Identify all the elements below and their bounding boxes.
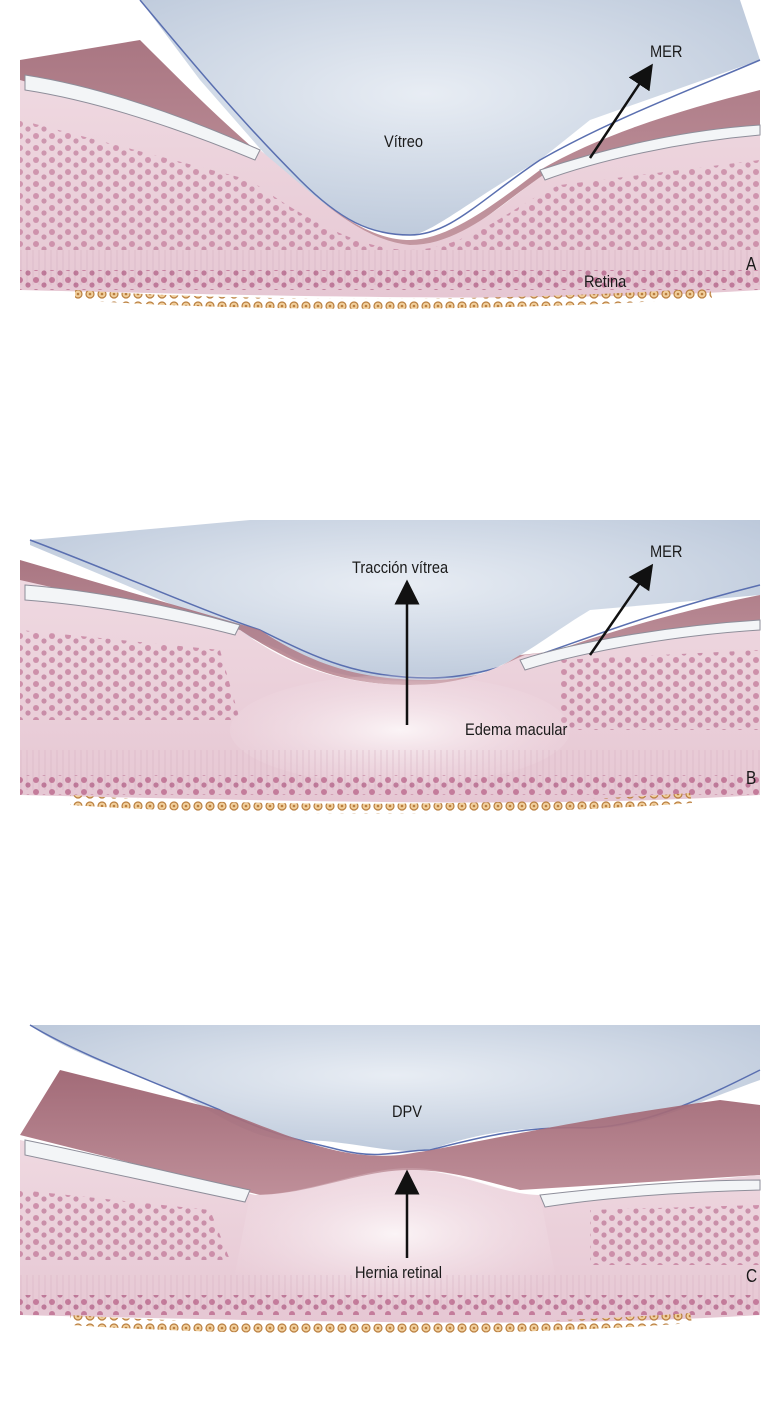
panel-c: DPV Hernia retinal C <box>0 1010 776 1414</box>
label-vitreous: Vítreo <box>384 132 423 152</box>
label-traction: Tracción vítrea <box>352 558 448 578</box>
panel-letter: A <box>746 254 756 275</box>
outer-nuclear-layer <box>20 1295 760 1315</box>
panel-a: Vítreo MER Retina A <box>0 0 776 400</box>
label-erm: MER <box>650 542 682 562</box>
panel-letter: B <box>746 768 756 789</box>
label-hernia: Hernia retinal <box>355 1263 442 1283</box>
retina-nuclei-right <box>560 650 760 730</box>
panel-letter: C <box>746 1266 757 1287</box>
outer-nuclear-layer <box>20 775 760 795</box>
label-erm: MER <box>650 42 682 62</box>
panel-c-illustration <box>0 1010 776 1414</box>
retina-nuclei-right <box>590 1205 760 1265</box>
label-pvd: DPV <box>392 1102 422 1122</box>
label-retina: Retina <box>584 272 626 292</box>
outer-nuclear-layer <box>20 270 760 290</box>
label-edema: Edema macular <box>465 720 567 740</box>
panel-b: Tracción vítrea MER Edema macular B <box>0 500 776 910</box>
